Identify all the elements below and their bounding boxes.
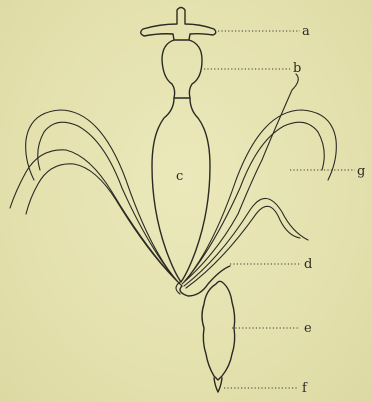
- chamber-b: [162, 40, 202, 98]
- head-structure-a: [141, 8, 216, 41]
- lower-body-e: [202, 281, 235, 380]
- label-d: d: [304, 257, 312, 272]
- label-b: b: [293, 61, 301, 76]
- label-c: c: [176, 169, 183, 184]
- main-body-c: [152, 98, 210, 282]
- junction-d: [176, 266, 230, 296]
- label-f: f: [302, 381, 308, 396]
- right-tentacles: [182, 74, 336, 288]
- label-g: g: [357, 164, 365, 179]
- left-tentacles: [10, 110, 182, 286]
- label-a: a: [302, 24, 310, 39]
- label-e: e: [304, 321, 312, 336]
- leader-lines: [204, 31, 355, 388]
